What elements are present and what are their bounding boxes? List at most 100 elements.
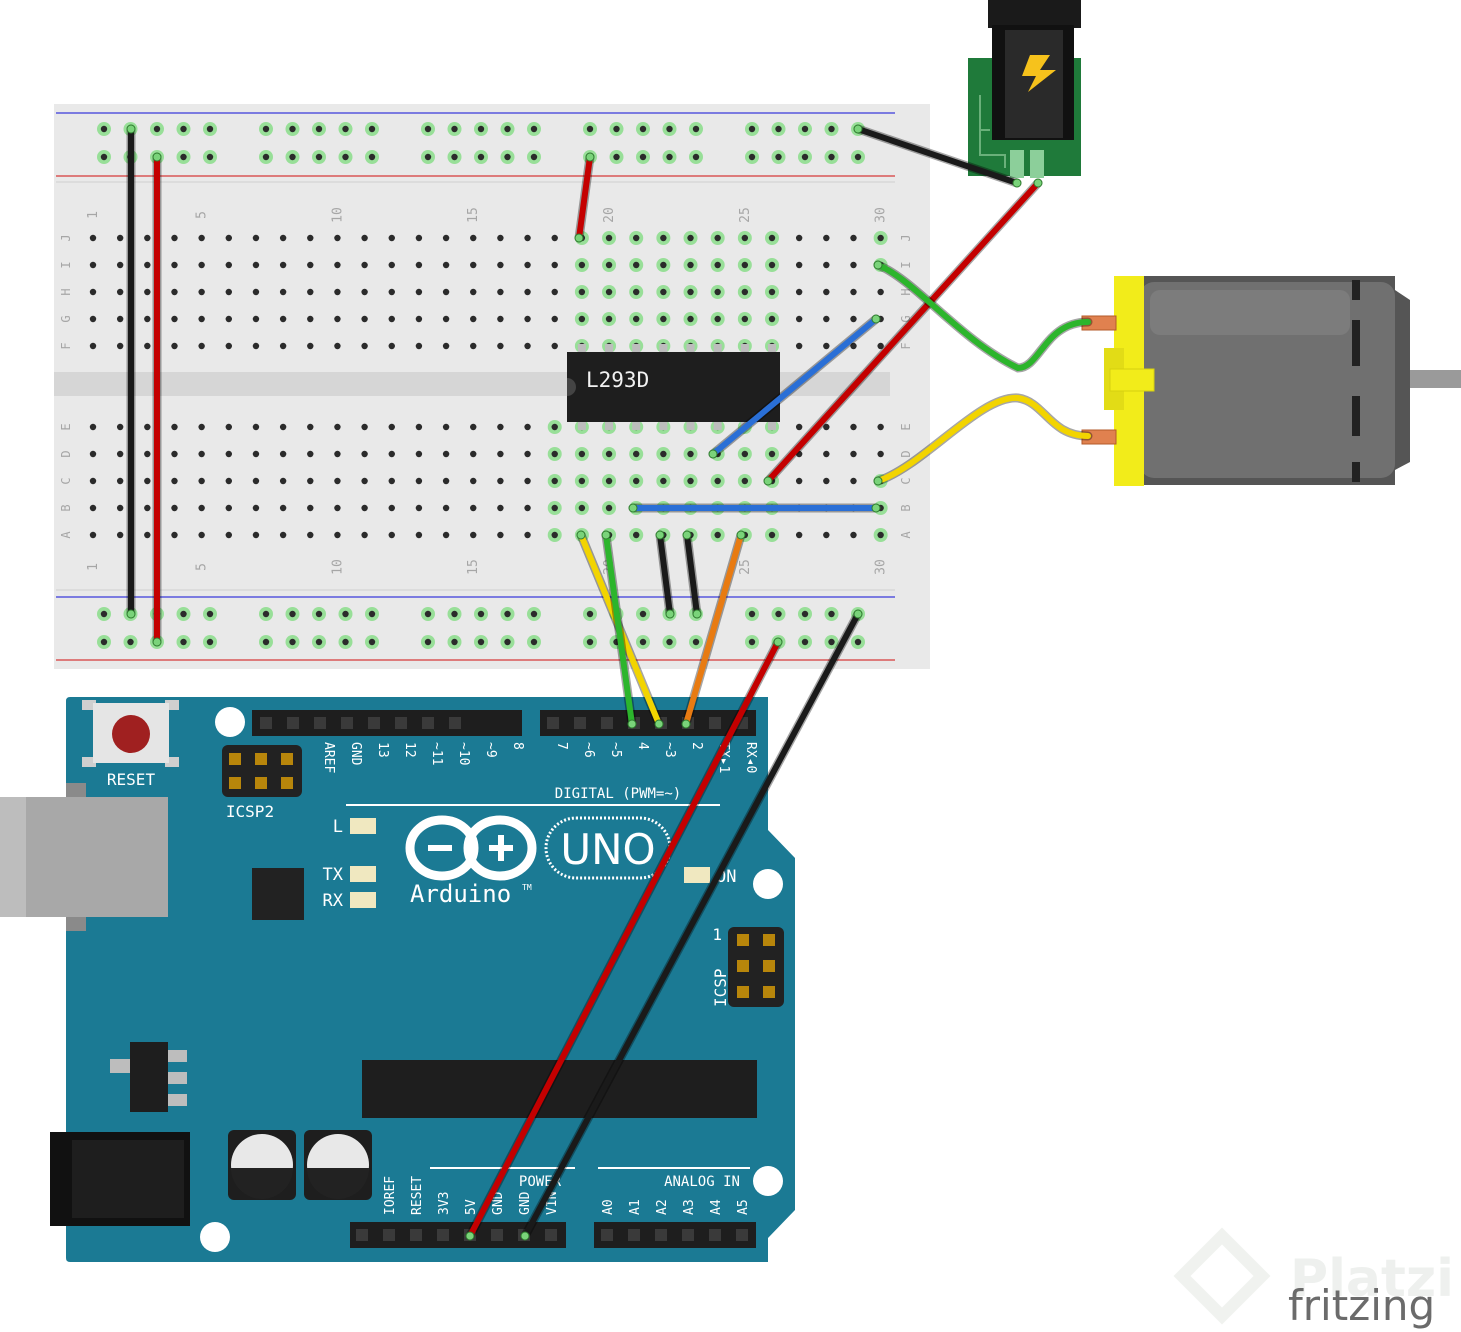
rail-hole — [477, 610, 485, 618]
arduino-logo — [405, 815, 537, 881]
rail-hole — [262, 610, 270, 618]
row-letter: E — [899, 423, 913, 430]
header-pin[interactable] — [547, 717, 559, 729]
header-pin[interactable] — [628, 1229, 640, 1241]
breadboard-hole — [497, 477, 504, 485]
column-number: 5 — [195, 211, 210, 219]
header-pin[interactable] — [682, 1229, 694, 1241]
wire-green-a20-to-pin4[interactable] — [603, 532, 635, 727]
header-pin[interactable] — [314, 717, 326, 729]
rail-hole — [639, 153, 647, 161]
column-number: 15 — [466, 559, 481, 575]
header-pin[interactable] — [709, 1229, 721, 1241]
breadboard-hole — [252, 450, 260, 458]
breadboard-hole — [850, 261, 857, 269]
breadboard-hole — [279, 504, 287, 512]
header-pin[interactable] — [341, 717, 353, 729]
header-pin[interactable] — [491, 1229, 503, 1241]
header-pin[interactable] — [655, 1229, 667, 1241]
rail-hole — [775, 125, 782, 133]
breadboard-hole — [334, 531, 341, 539]
digital-pin-label: RX◂0 — [743, 742, 758, 773]
row-letter: F — [59, 342, 73, 349]
breadboard-hole — [361, 342, 368, 350]
row-letter: J — [59, 234, 73, 241]
breadboard-hole — [605, 477, 613, 485]
wire-blue-g30-to-d24[interactable] — [710, 316, 879, 457]
icsp-pin — [763, 986, 775, 998]
rail-hole — [206, 638, 214, 646]
breadboard-hole — [198, 342, 205, 350]
breadboard-hole — [361, 288, 368, 296]
breadboard-hole — [470, 288, 477, 296]
regulator-pin — [165, 1072, 187, 1084]
rail-hole — [504, 153, 511, 161]
breadboard-hole — [850, 342, 857, 350]
breadboard-hole — [633, 315, 640, 323]
rail-hole — [801, 638, 809, 646]
wire-yellow-c30-to-motor[interactable] — [875, 394, 1091, 484]
wire-green-i30-to-motor[interactable] — [875, 262, 1091, 372]
rail-hole — [477, 125, 485, 133]
ic-notch — [567, 378, 576, 396]
breadboard-hole — [361, 450, 368, 458]
ic-pin — [632, 344, 641, 354]
breadboard-hole — [415, 450, 423, 458]
header-pin[interactable] — [260, 717, 272, 729]
header-pin[interactable] — [709, 717, 721, 729]
wire-black-rail-to-gnd[interactable] — [522, 611, 861, 1239]
rail-hole — [586, 610, 594, 618]
breadboard-hole — [171, 342, 178, 350]
usb-tab — [66, 917, 86, 931]
breadboard-hole — [741, 315, 749, 323]
wire-black-jack-to-rail[interactable] — [855, 126, 1020, 186]
rail-hole — [206, 125, 214, 133]
breadboard-hole — [714, 477, 721, 485]
led-l-label: L — [333, 817, 343, 837]
breadboard-hole — [877, 531, 884, 539]
header-pin[interactable] — [736, 1229, 748, 1241]
reset-button[interactable] — [82, 700, 179, 767]
header-pin[interactable] — [437, 1229, 449, 1241]
wire-red-rail-to-5v[interactable] — [467, 639, 781, 1239]
breadboard-hole — [497, 342, 504, 350]
header-pin[interactable] — [545, 1229, 557, 1241]
breadboard-hole — [497, 504, 504, 512]
header-pin[interactable] — [574, 717, 586, 729]
column-number: 5 — [195, 563, 210, 571]
wire-black-a22-to-rail[interactable] — [657, 532, 673, 617]
led-tx — [350, 866, 376, 882]
header-pin[interactable] — [601, 1229, 613, 1241]
header-pin[interactable] — [449, 717, 461, 729]
breadboard-hole — [741, 234, 749, 242]
breadboard-hole — [687, 450, 694, 458]
wire-endpoint — [763, 476, 773, 486]
breadboard-hole — [823, 288, 830, 296]
header-pin[interactable] — [395, 717, 407, 729]
breadboard-hole — [198, 450, 205, 458]
wire-red-rail-to-j19[interactable] — [576, 154, 593, 241]
wire-black-a23-to-rail[interactable] — [684, 532, 700, 617]
header-pin[interactable] — [356, 1229, 368, 1241]
header-pin[interactable] — [422, 717, 434, 729]
wire-orange-a25-to-pin2[interactable] — [683, 532, 744, 727]
wire-endpoint — [585, 152, 595, 162]
breadboard-hole — [605, 261, 613, 269]
breadboard-hole — [252, 315, 260, 323]
header-pin[interactable] — [410, 1229, 422, 1241]
capacitor — [228, 1130, 296, 1200]
wire-endpoint — [601, 530, 611, 540]
header-pin[interactable] — [368, 717, 380, 729]
icsp2-pin — [281, 753, 293, 765]
breadboard-hole — [361, 234, 368, 242]
mounting-hole — [753, 869, 783, 899]
breadboard-hole — [415, 423, 423, 431]
wire-red-jack-to-c26[interactable] — [765, 180, 1041, 484]
header-pin[interactable] — [601, 717, 613, 729]
rail-hole — [424, 610, 432, 618]
header-pin[interactable] — [383, 1229, 395, 1241]
header-pin[interactable] — [287, 717, 299, 729]
breadboard-hole — [116, 423, 124, 431]
breadboard-hole — [633, 531, 640, 539]
